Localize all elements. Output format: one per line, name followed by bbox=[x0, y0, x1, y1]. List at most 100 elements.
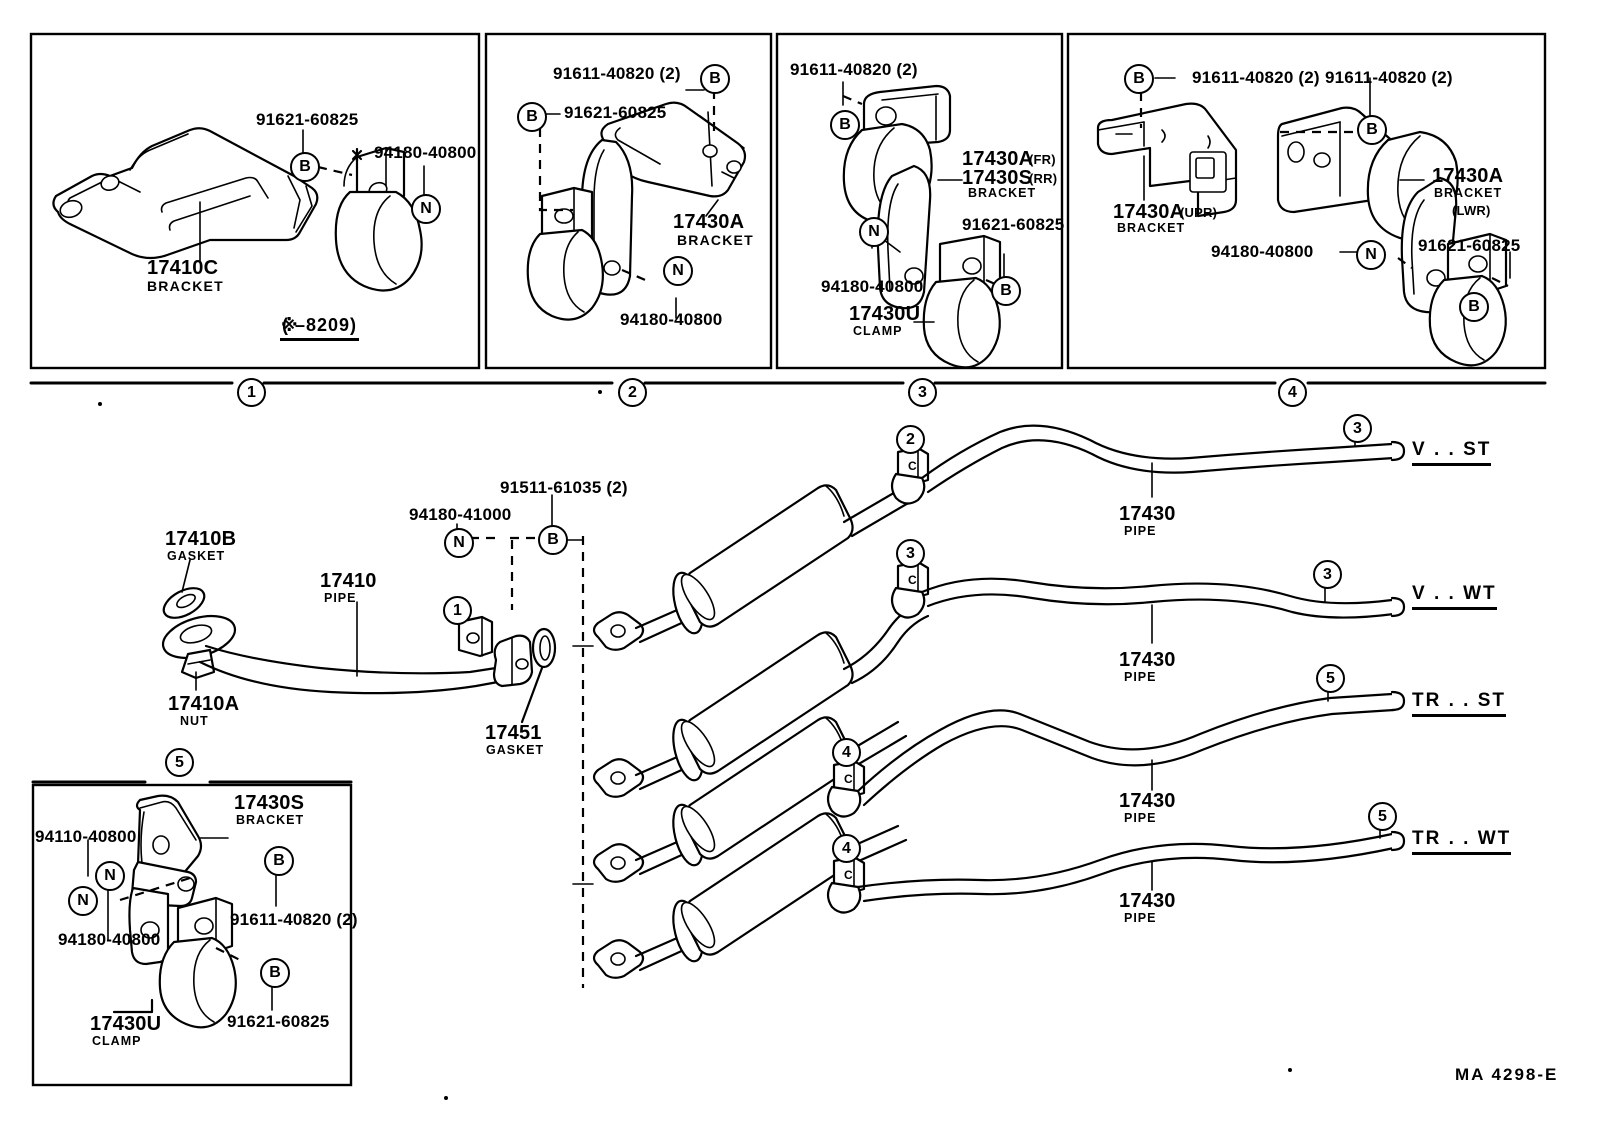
panel4-bracket-upr-sub: BRACKET bbox=[1117, 221, 1186, 235]
marker-b-icon: B bbox=[1459, 292, 1489, 322]
panel1-date-note: ( –8209) bbox=[280, 315, 360, 341]
panel2-bolt-left-label: 91621-60825 bbox=[564, 103, 667, 122]
variant-3-pipe-callout: 5 bbox=[1316, 664, 1345, 693]
variant-row-3-art: C bbox=[592, 689, 1406, 883]
front-pipe-bolt-label: 91511-61035 (2) bbox=[500, 478, 628, 497]
variant-row-4-art: C bbox=[592, 812, 1406, 979]
panel5-bolt-top-label: 91611-40820 (2) bbox=[230, 910, 358, 929]
variant-row-1-art: C bbox=[592, 424, 1406, 651]
marker-b-icon: B bbox=[991, 276, 1021, 306]
panel5-clamp-label: 17430U bbox=[90, 1013, 162, 1035]
variant-2-pipe-label: 17430 bbox=[1119, 649, 1176, 671]
marker-b-icon: B bbox=[830, 110, 860, 140]
panel2-bolt-top-label: 91611-40820 (2) bbox=[553, 64, 681, 83]
panel4-bolt-low-label: 91621-60825 bbox=[1418, 236, 1521, 255]
panel4-nut-label: 94180-40800 bbox=[1211, 242, 1314, 261]
variant-1-pipe-sub: PIPE bbox=[1124, 524, 1157, 538]
variant-4-pipe-callout: 5 bbox=[1368, 802, 1397, 831]
panel4-bracket-upr-suffix: (UPR) bbox=[1180, 205, 1218, 220]
variant-1-pipe-callout: 3 bbox=[1343, 414, 1372, 443]
panel-frames bbox=[29, 32, 1547, 385]
marker-n-icon: N bbox=[95, 861, 125, 891]
marker-b-icon: B bbox=[517, 102, 547, 132]
panel5-bolt-low-label: 91621-60825 bbox=[227, 1012, 330, 1031]
svg-text:C: C bbox=[844, 868, 853, 882]
marker-b-icon: B bbox=[1357, 115, 1387, 145]
marker-b-icon: B bbox=[260, 958, 290, 988]
marker-n-icon: N bbox=[68, 886, 98, 916]
variant-label-tr-wt: TR . . WT bbox=[1412, 828, 1512, 855]
marker-b-icon: B bbox=[264, 846, 294, 876]
panel1-art bbox=[52, 127, 425, 292]
variant-label-tr-st: TR . . ST bbox=[1412, 690, 1506, 717]
panel5-clamp-sub: CLAMP bbox=[92, 1034, 142, 1048]
panel3-clamp-label: 17430U bbox=[849, 303, 921, 325]
front-pipe-nut-label: 94180-41000 bbox=[409, 505, 512, 524]
variant-2-pipe-callout: 3 bbox=[1313, 560, 1342, 589]
panel3-nut-label: 94180-40800 bbox=[821, 277, 924, 296]
front-pipe-nut-a-sub: NUT bbox=[180, 714, 209, 728]
variant-3-clamp-callout: 4 bbox=[832, 738, 861, 767]
panel3-clamp-sub: CLAMP bbox=[853, 324, 903, 338]
marker-b-icon: B bbox=[700, 64, 730, 94]
front-pipe-callout-1: 1 bbox=[443, 596, 472, 625]
front-pipe-nut-a-label: 17410A bbox=[168, 693, 240, 715]
variant-4-pipe-sub: PIPE bbox=[1124, 911, 1157, 925]
variant-3-pipe-label: 17430 bbox=[1119, 790, 1176, 812]
variant-label-v-st: V . . ST bbox=[1412, 439, 1492, 466]
svg-text:C: C bbox=[908, 573, 917, 587]
panel4-bolt-right-label: 91611-40820 (2) bbox=[1325, 68, 1453, 87]
panel-index-3: 3 bbox=[908, 378, 937, 407]
marker-n-icon: N bbox=[663, 256, 693, 286]
svg-text:C: C bbox=[844, 772, 853, 786]
panel5-nut-b-label: 94180-40800 bbox=[58, 930, 161, 949]
marker-b-icon: B bbox=[290, 152, 320, 182]
panel4-bolt-left-label: 91611-40820 (2) bbox=[1192, 68, 1320, 87]
panel3-bracket-sub: BRACKET bbox=[968, 186, 1037, 200]
panel3-bolt-right-label: 91621-60825 bbox=[962, 215, 1065, 234]
panel3-art bbox=[842, 81, 1005, 369]
variant-3-pipe-sub: PIPE bbox=[1124, 811, 1157, 825]
svg-text:C: C bbox=[908, 459, 917, 473]
panel2-bracket-sub: BRACKET bbox=[677, 232, 754, 248]
marker-n-icon: N bbox=[1356, 240, 1386, 270]
panel4-bracket-lwr-sub: BRACKET bbox=[1434, 186, 1503, 200]
panel4-bracket-lwr-label: 17430A bbox=[1432, 165, 1504, 187]
panel5-bracket-sub: BRACKET bbox=[236, 813, 305, 827]
marker-n-icon: N bbox=[859, 217, 889, 247]
panel3-bracket-fr-suffix: (FR) bbox=[1029, 152, 1056, 167]
panel2-art bbox=[526, 89, 747, 321]
panel5-nut-a-label: 94110-40800 bbox=[35, 827, 137, 846]
panel1-bracket-sub: BRACKET bbox=[147, 278, 224, 294]
panel4-bracket-upr-label: 17430A bbox=[1113, 201, 1185, 223]
front-pipe-art bbox=[161, 494, 594, 988]
variant-2-pipe-sub: PIPE bbox=[1124, 670, 1157, 684]
variant-label-v-wt: V . . WT bbox=[1412, 583, 1497, 610]
panel3-bracket-fr-label: 17430A bbox=[962, 148, 1034, 170]
marker-b-icon: B bbox=[538, 525, 568, 555]
front-pipe-gasket-17451-sub: GASKET bbox=[486, 743, 545, 757]
panel-index-4: 4 bbox=[1278, 378, 1307, 407]
panel2-nut-label: 94180-40800 bbox=[620, 310, 723, 329]
panel1-bracket-label: 17410C bbox=[147, 257, 219, 279]
variant-4-clamp-callout: 4 bbox=[832, 834, 861, 863]
panel4-bracket-lwr-suffix: (LWR) bbox=[1452, 203, 1491, 218]
variant-row-2-art: C bbox=[592, 555, 1406, 798]
panel1-bolt-label: 91621-60825 bbox=[256, 110, 359, 129]
marker-n-icon: N bbox=[411, 194, 441, 224]
panel5-bracket-label: 17430S bbox=[234, 792, 305, 814]
registration-dots bbox=[98, 390, 1292, 1100]
panel1-nut-label: 94180-40800 bbox=[374, 143, 477, 162]
star-icon: ※ bbox=[281, 316, 298, 335]
sheet-code: MA 4298-E bbox=[1455, 1065, 1559, 1084]
variant-2-clamp-callout: 3 bbox=[896, 539, 925, 568]
front-pipe-gasket-b-label: 17410B bbox=[165, 528, 237, 550]
front-pipe-gasket-b-sub: GASKET bbox=[167, 549, 226, 563]
panel3-bracket-rr-suffix: (RR) bbox=[1029, 171, 1058, 186]
front-pipe-label: 17410 bbox=[320, 570, 377, 592]
panel-index-2: 2 bbox=[618, 378, 647, 407]
variant-1-clamp-callout: 2 bbox=[896, 425, 925, 454]
front-pipe-gasket-17451-label: 17451 bbox=[485, 722, 542, 744]
panel-index-5: 5 bbox=[165, 748, 194, 777]
